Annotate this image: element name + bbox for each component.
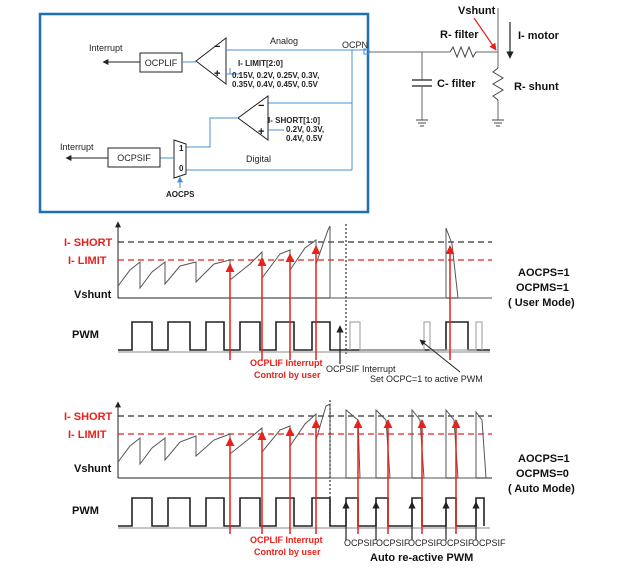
c-filter-label: C- filter	[437, 78, 476, 90]
ocpn-label: OCPN	[342, 40, 368, 50]
timing-user-section: I- SHORT I- LIMIT Vshunt PWM OCPLIF Inte…	[64, 221, 575, 384]
user-mode-line-2: OCPMS=1	[516, 282, 569, 294]
ishort-values-1: 0.2V, 0.3V,	[286, 125, 324, 134]
vshunt-top-label: Vshunt	[458, 5, 496, 17]
user-pwm-label: PWM	[72, 329, 99, 341]
auto-ilimit-label: I- LIMIT	[68, 429, 107, 441]
user-set-ocpc-arrow	[419, 339, 461, 373]
ishort-label: I- SHORT[1:0]	[268, 116, 320, 125]
comparator-ishort	[237, 95, 269, 141]
user-ocplif-text-1: OCPLIF Interrupt	[250, 358, 323, 368]
comparator-ilimit	[195, 36, 227, 86]
auto-ocplif-text-1: OCPLIF Interrupt	[250, 535, 323, 545]
auto-ocplif-text-2: Control by user	[254, 547, 321, 557]
r-shunt	[492, 67, 504, 101]
auto-ocpsif-4: OCPSIF	[440, 538, 474, 548]
user-ishort-label: I- SHORT	[64, 237, 113, 249]
mux-0-label: 0	[179, 164, 184, 173]
ocplif-box-label: OCPLIF	[145, 58, 178, 68]
ilimit-values-2: 0.35V, 0.4V, 0.45V, 0.5V	[232, 80, 319, 89]
comp1-minus: −	[214, 41, 220, 53]
auto-ishort-label: I- SHORT	[64, 411, 113, 423]
user-pwm-waveform	[118, 321, 490, 351]
comp2-to-mux	[186, 117, 238, 148]
mux-1-label: 1	[179, 144, 184, 153]
ishort-values-2: 0.4V, 0.5V	[286, 134, 323, 143]
auto-ocpsif-5: OCPSIF	[472, 538, 506, 548]
ilimit-label: I- LIMIT[2:0]	[238, 59, 283, 68]
auto-reactive-text: Auto re-active PWM	[370, 552, 473, 564]
user-vshunt-waveform	[117, 225, 492, 299]
ilimit-values-1: 0.15V, 0.2V, 0.25V, 0.3V,	[232, 71, 319, 80]
comp2-minus: −	[258, 100, 264, 112]
interrupt-top-label: Interrupt	[89, 43, 123, 53]
user-ocpsif-text: OCPSIF Interrupt	[326, 364, 396, 374]
auto-mode-line-3: ( Auto Mode)	[508, 483, 575, 495]
r-shunt-label: R- shunt	[514, 81, 559, 93]
user-ocplif-text-2: Control by user	[254, 370, 321, 380]
mux	[173, 139, 187, 179]
aocps-label: AOCPS	[166, 190, 195, 199]
ocpsif-box-label: OCPSIF	[117, 153, 151, 163]
user-ilimit-label: I- LIMIT	[68, 255, 107, 267]
auto-vshunt-waveform	[117, 403, 487, 479]
auto-pwm-label: PWM	[72, 505, 99, 517]
user-vshunt-label: Vshunt	[74, 289, 112, 301]
auto-ocpsif-1: OCPSIF	[344, 538, 378, 548]
vshunt-pointer	[473, 17, 497, 51]
auto-mode-line-2: OCPMS=0	[516, 468, 569, 480]
r-filter-label: R- filter	[440, 29, 479, 41]
imotor-label: I- motor	[518, 30, 560, 42]
digital-label: Digital	[246, 154, 271, 164]
comp1-plus: +	[214, 68, 220, 80]
auto-vshunt-label: Vshunt	[74, 463, 112, 475]
circuit-section: Interrupt OCPLIF − + Analog I- LIMIT[2:0…	[38, 5, 560, 214]
user-set-ocpc-text: Set OCPC=1 to active PWM	[370, 374, 483, 384]
auto-pwm-waveform	[118, 497, 485, 527]
chip-frame	[38, 12, 370, 214]
analog-label: Analog	[270, 36, 298, 46]
timing-auto-section: I- SHORT I- LIMIT Vshunt PWM OCPLIF Inte…	[64, 400, 575, 564]
auto-ocpsif-2: OCPSIF	[376, 538, 410, 548]
user-pwm-ghost	[349, 321, 483, 351]
r-filter	[449, 45, 477, 59]
comp2-plus: +	[258, 126, 264, 138]
interrupt-bottom-label: Interrupt	[60, 142, 94, 152]
user-mode-line-3: ( User Mode)	[508, 297, 575, 309]
auto-ocpsif-3: OCPSIF	[408, 538, 442, 548]
auto-mode-line-1: AOCPS=1	[518, 453, 570, 465]
user-mode-line-1: AOCPS=1	[518, 267, 570, 279]
